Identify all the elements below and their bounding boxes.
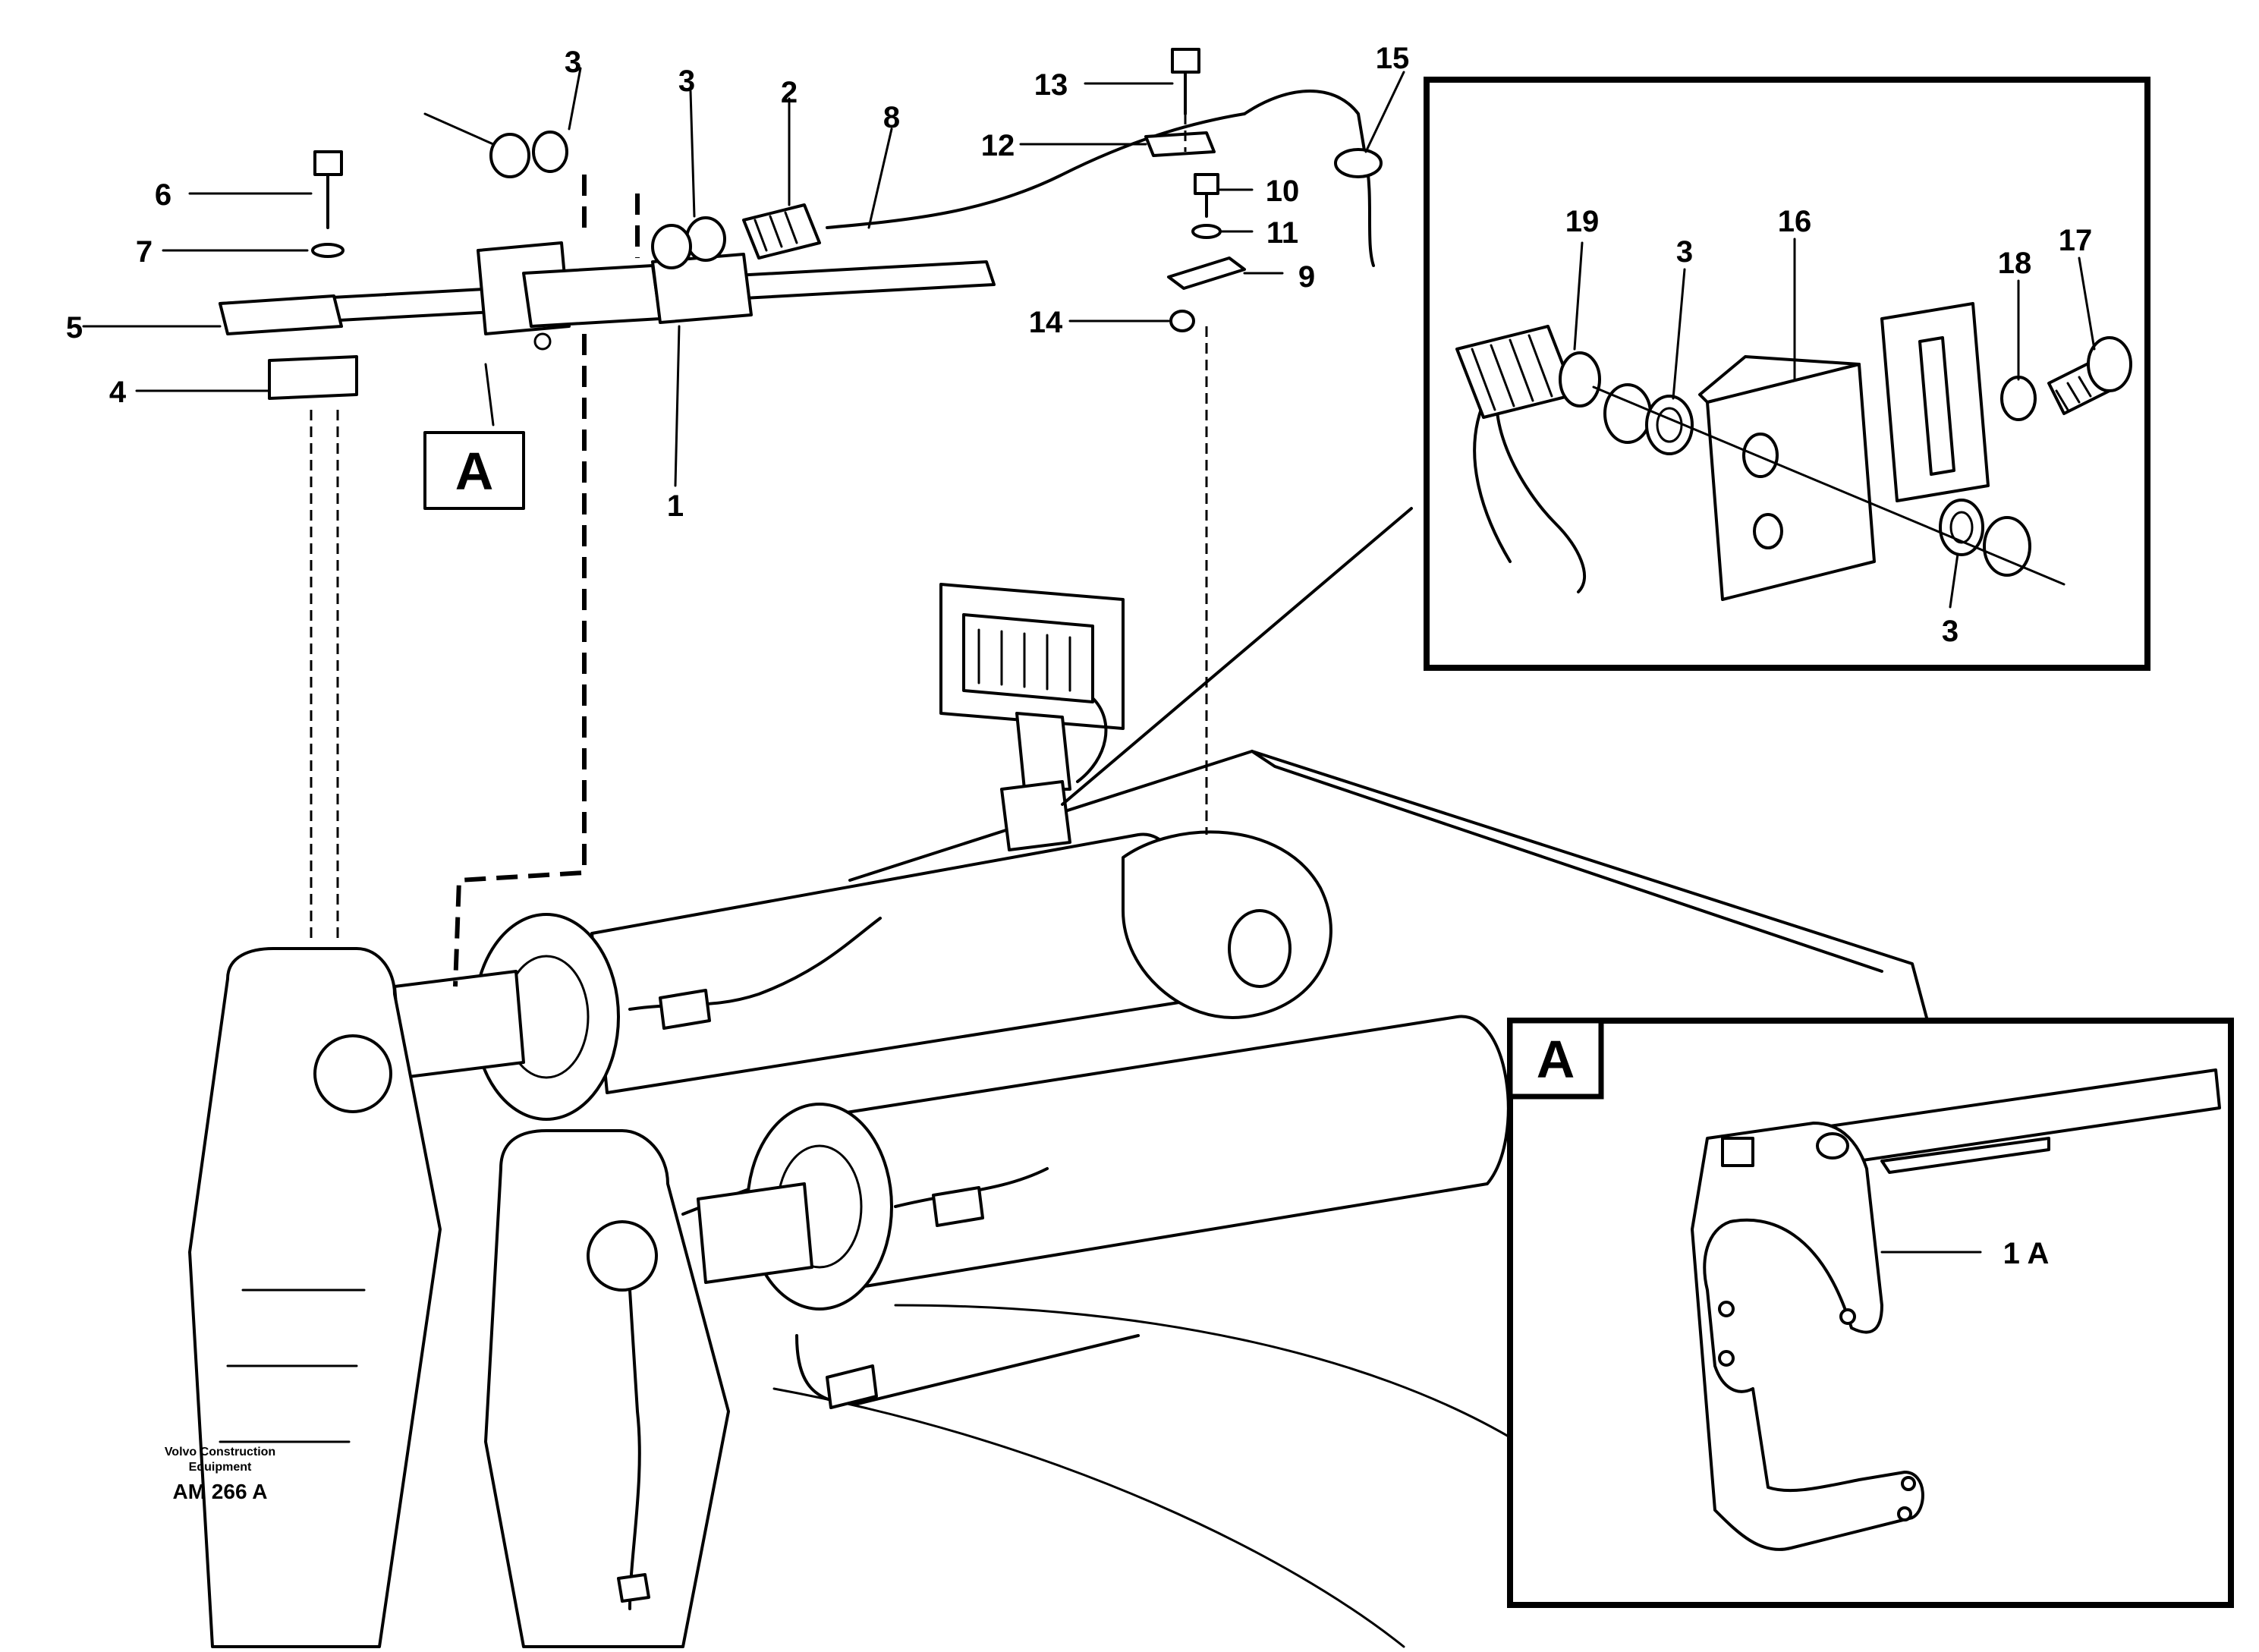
callout-1: 1: [667, 489, 684, 523]
callout-16: 16: [1778, 205, 1812, 238]
work-lamp: [939, 583, 1125, 851]
callout-2: 2: [781, 76, 798, 109]
detail-inset-sensor: 19 3 16 18 17 3: [1424, 77, 2150, 671]
callout-14: 14: [1029, 306, 1063, 339]
upper-lift-cylinder: [393, 830, 1332, 1121]
leader-lines: [82, 67, 1405, 487]
company-line-1: Volvo Construction: [165, 1446, 275, 1458]
callout-17: 17: [2059, 224, 2093, 257]
callout-5: 5: [66, 311, 83, 345]
callout-11: 11: [1266, 216, 1298, 250]
callout-3b: 3: [678, 65, 695, 98]
callout-3c: 3: [1676, 235, 1693, 269]
callout-7: 7: [136, 235, 153, 269]
callout-15: 15: [1376, 42, 1410, 75]
footer-reference: Volvo Construction Equipment AM 266 A: [165, 1446, 275, 1503]
loader-frame-drawing: [188, 583, 1944, 1648]
callout-12: 12: [981, 129, 1015, 162]
detail-inset-a: A 1 A: [1507, 1018, 2234, 1608]
view-a-marker: A: [423, 431, 525, 510]
callout-10: 10: [1266, 175, 1300, 208]
callout-1a: 1 A: [2003, 1237, 2050, 1270]
view-a-marker-label: A: [455, 442, 494, 501]
callout-3a: 3: [565, 46, 581, 79]
exploded-sensor-assembly: [219, 48, 1383, 400]
callout-18: 18: [1998, 247, 2032, 280]
left-lift-arm: [188, 947, 442, 1648]
callout-8: 8: [883, 101, 900, 134]
right-lift-arm: [484, 1129, 730, 1648]
callout-4: 4: [109, 376, 127, 409]
bracket-1a: [1691, 1122, 1924, 1551]
callout-6: 6: [155, 178, 171, 212]
inset-a-label: A: [1537, 1030, 1575, 1089]
callout-9: 9: [1298, 260, 1315, 294]
callout-19: 19: [1565, 205, 1600, 238]
drawing-reference: AM 266 A: [172, 1480, 267, 1503]
callout-13: 13: [1034, 68, 1068, 102]
lower-lift-cylinder: [697, 1015, 1510, 1409]
assembly-lines: [310, 114, 1413, 987]
callout-3d: 3: [1942, 615, 1959, 648]
company-line-2: Equipment: [189, 1461, 252, 1474]
callouts-main: 3 3 2 8 6 7 5 4 1 13 12 10 11 9 14 15: [66, 42, 1409, 523]
